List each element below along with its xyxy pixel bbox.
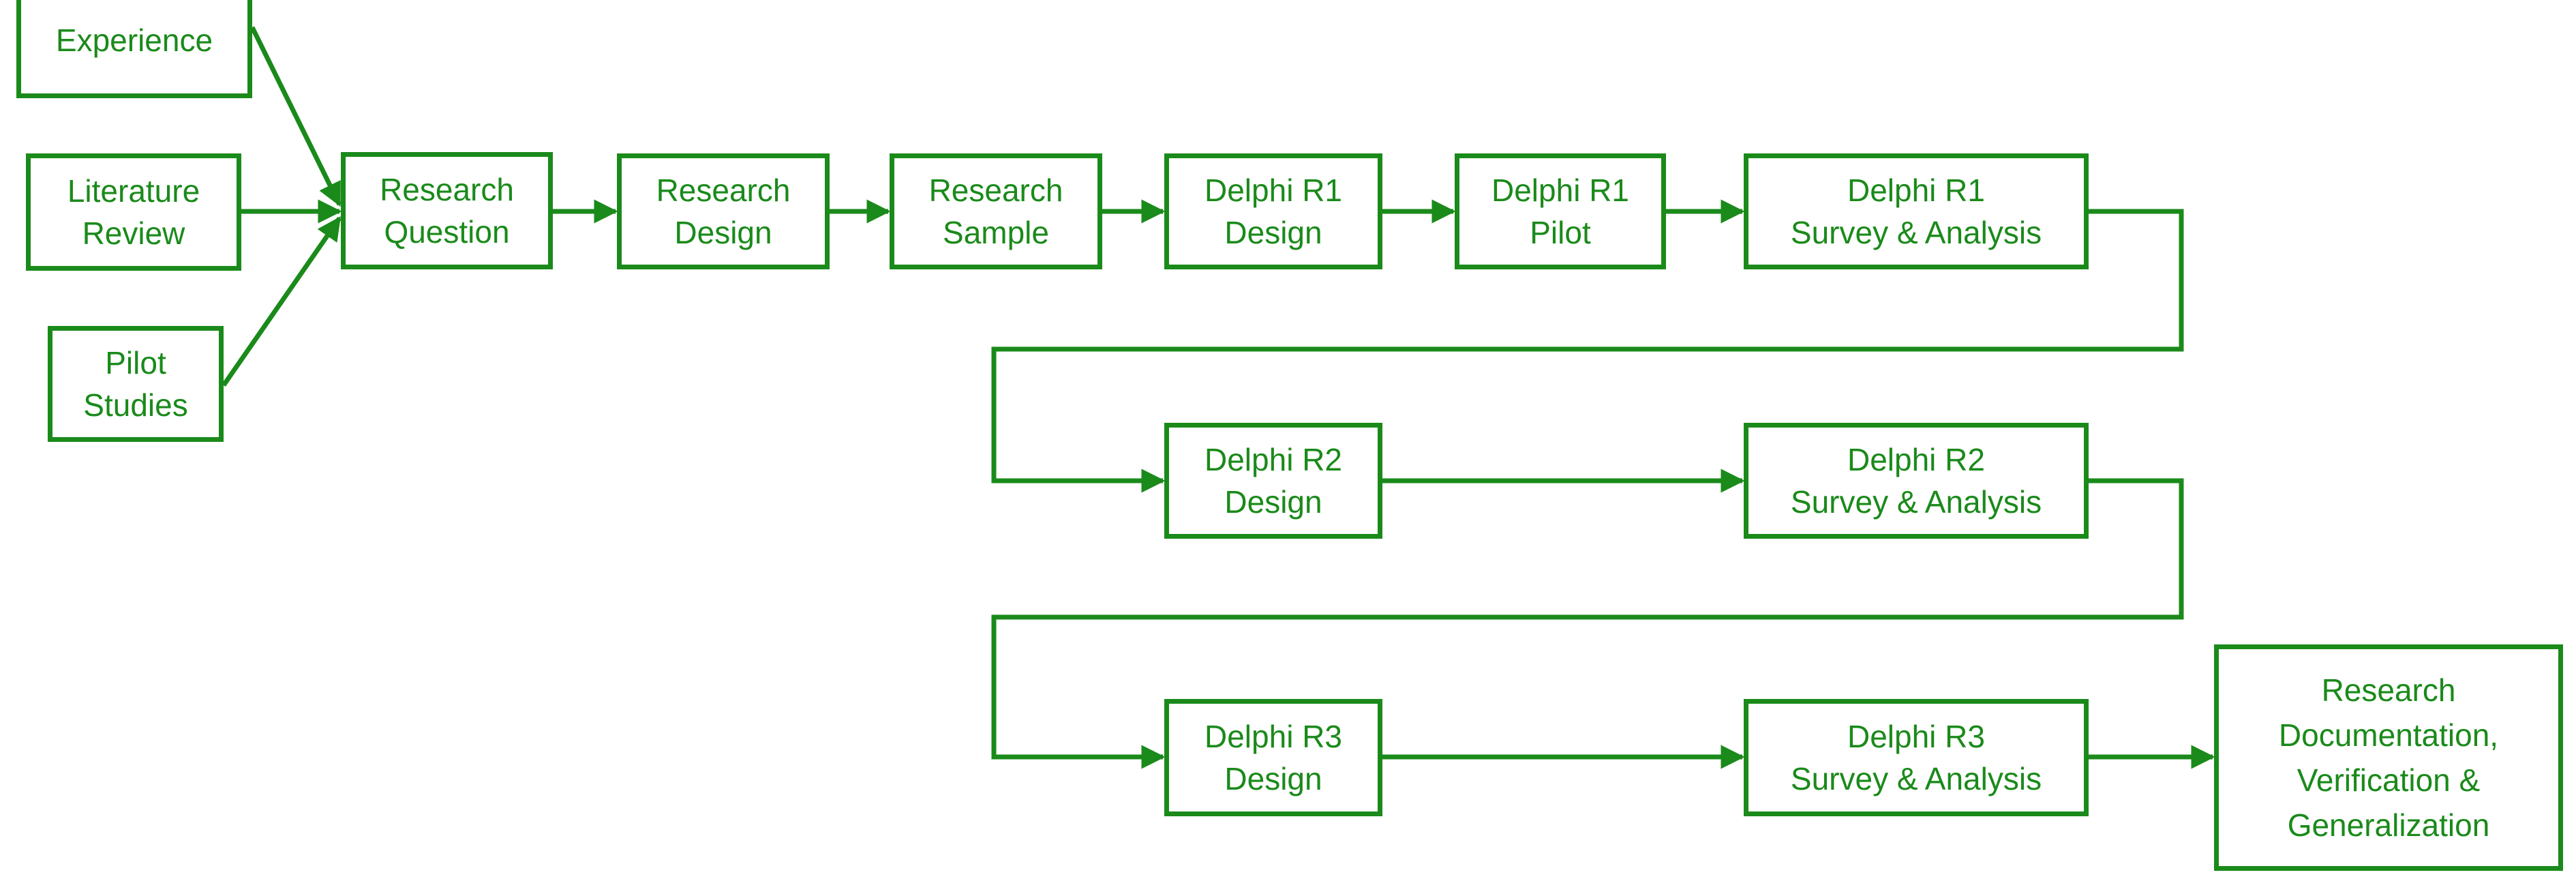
node-label: Delphi R1 Design [1204,173,1342,250]
node-label: Delphi R1 Survey & Analysis [1790,173,2042,250]
node-label: Research Sample [928,173,1063,250]
node-label: Research Documentation, Verification & G… [2278,672,2499,843]
node-label: Delphi R2 Design [1204,442,1342,520]
node-delphi-r3-design: Delphi R3 Design [1164,699,1382,816]
node-delphi-r2-survey-analysis: Delphi R2 Survey & Analysis [1744,423,2089,539]
node-delphi-r2-design: Delphi R2 Design [1164,423,1382,539]
arrow-r1-survey-to-r2-design [991,209,2184,493]
node-delphi-r1-design: Delphi R1 Design [1164,153,1382,269]
arrow-r2-survey-to-r3-design [991,478,2184,769]
node-label: Delphi R3 Design [1204,719,1342,796]
arrow-experience-to-question [249,26,342,207]
node-label: Delphi R3 Survey & Analysis [1790,719,2042,796]
node-label: Research Design [656,173,791,250]
node-label: Research Question [380,172,514,250]
node-label: Delphi R1 Pilot [1491,173,1629,250]
node-literature-review: Literature Review [26,153,241,271]
node-research-design: Research Design [617,153,830,269]
node-experience: Experience [16,0,252,98]
node-research-question: Research Question [341,152,553,269]
node-delphi-r1-pilot: Delphi R1 Pilot [1455,153,1666,269]
node-label: Delphi R2 Survey & Analysis [1790,442,2042,520]
node-research-documentation: Research Documentation, Verification & G… [2214,644,2563,871]
arrow-pilot-to-question [222,216,342,387]
node-research-sample: Research Sample [890,153,1102,269]
node-delphi-r3-survey-analysis: Delphi R3 Survey & Analysis [1744,699,2089,816]
node-label: Pilot Studies [83,345,188,423]
node-delphi-r1-survey-analysis: Delphi R1 Survey & Analysis [1744,153,2089,269]
node-pilot-studies: Pilot Studies [48,326,224,442]
node-label: Literature Review [67,173,200,251]
node-label: Experience [55,22,213,58]
